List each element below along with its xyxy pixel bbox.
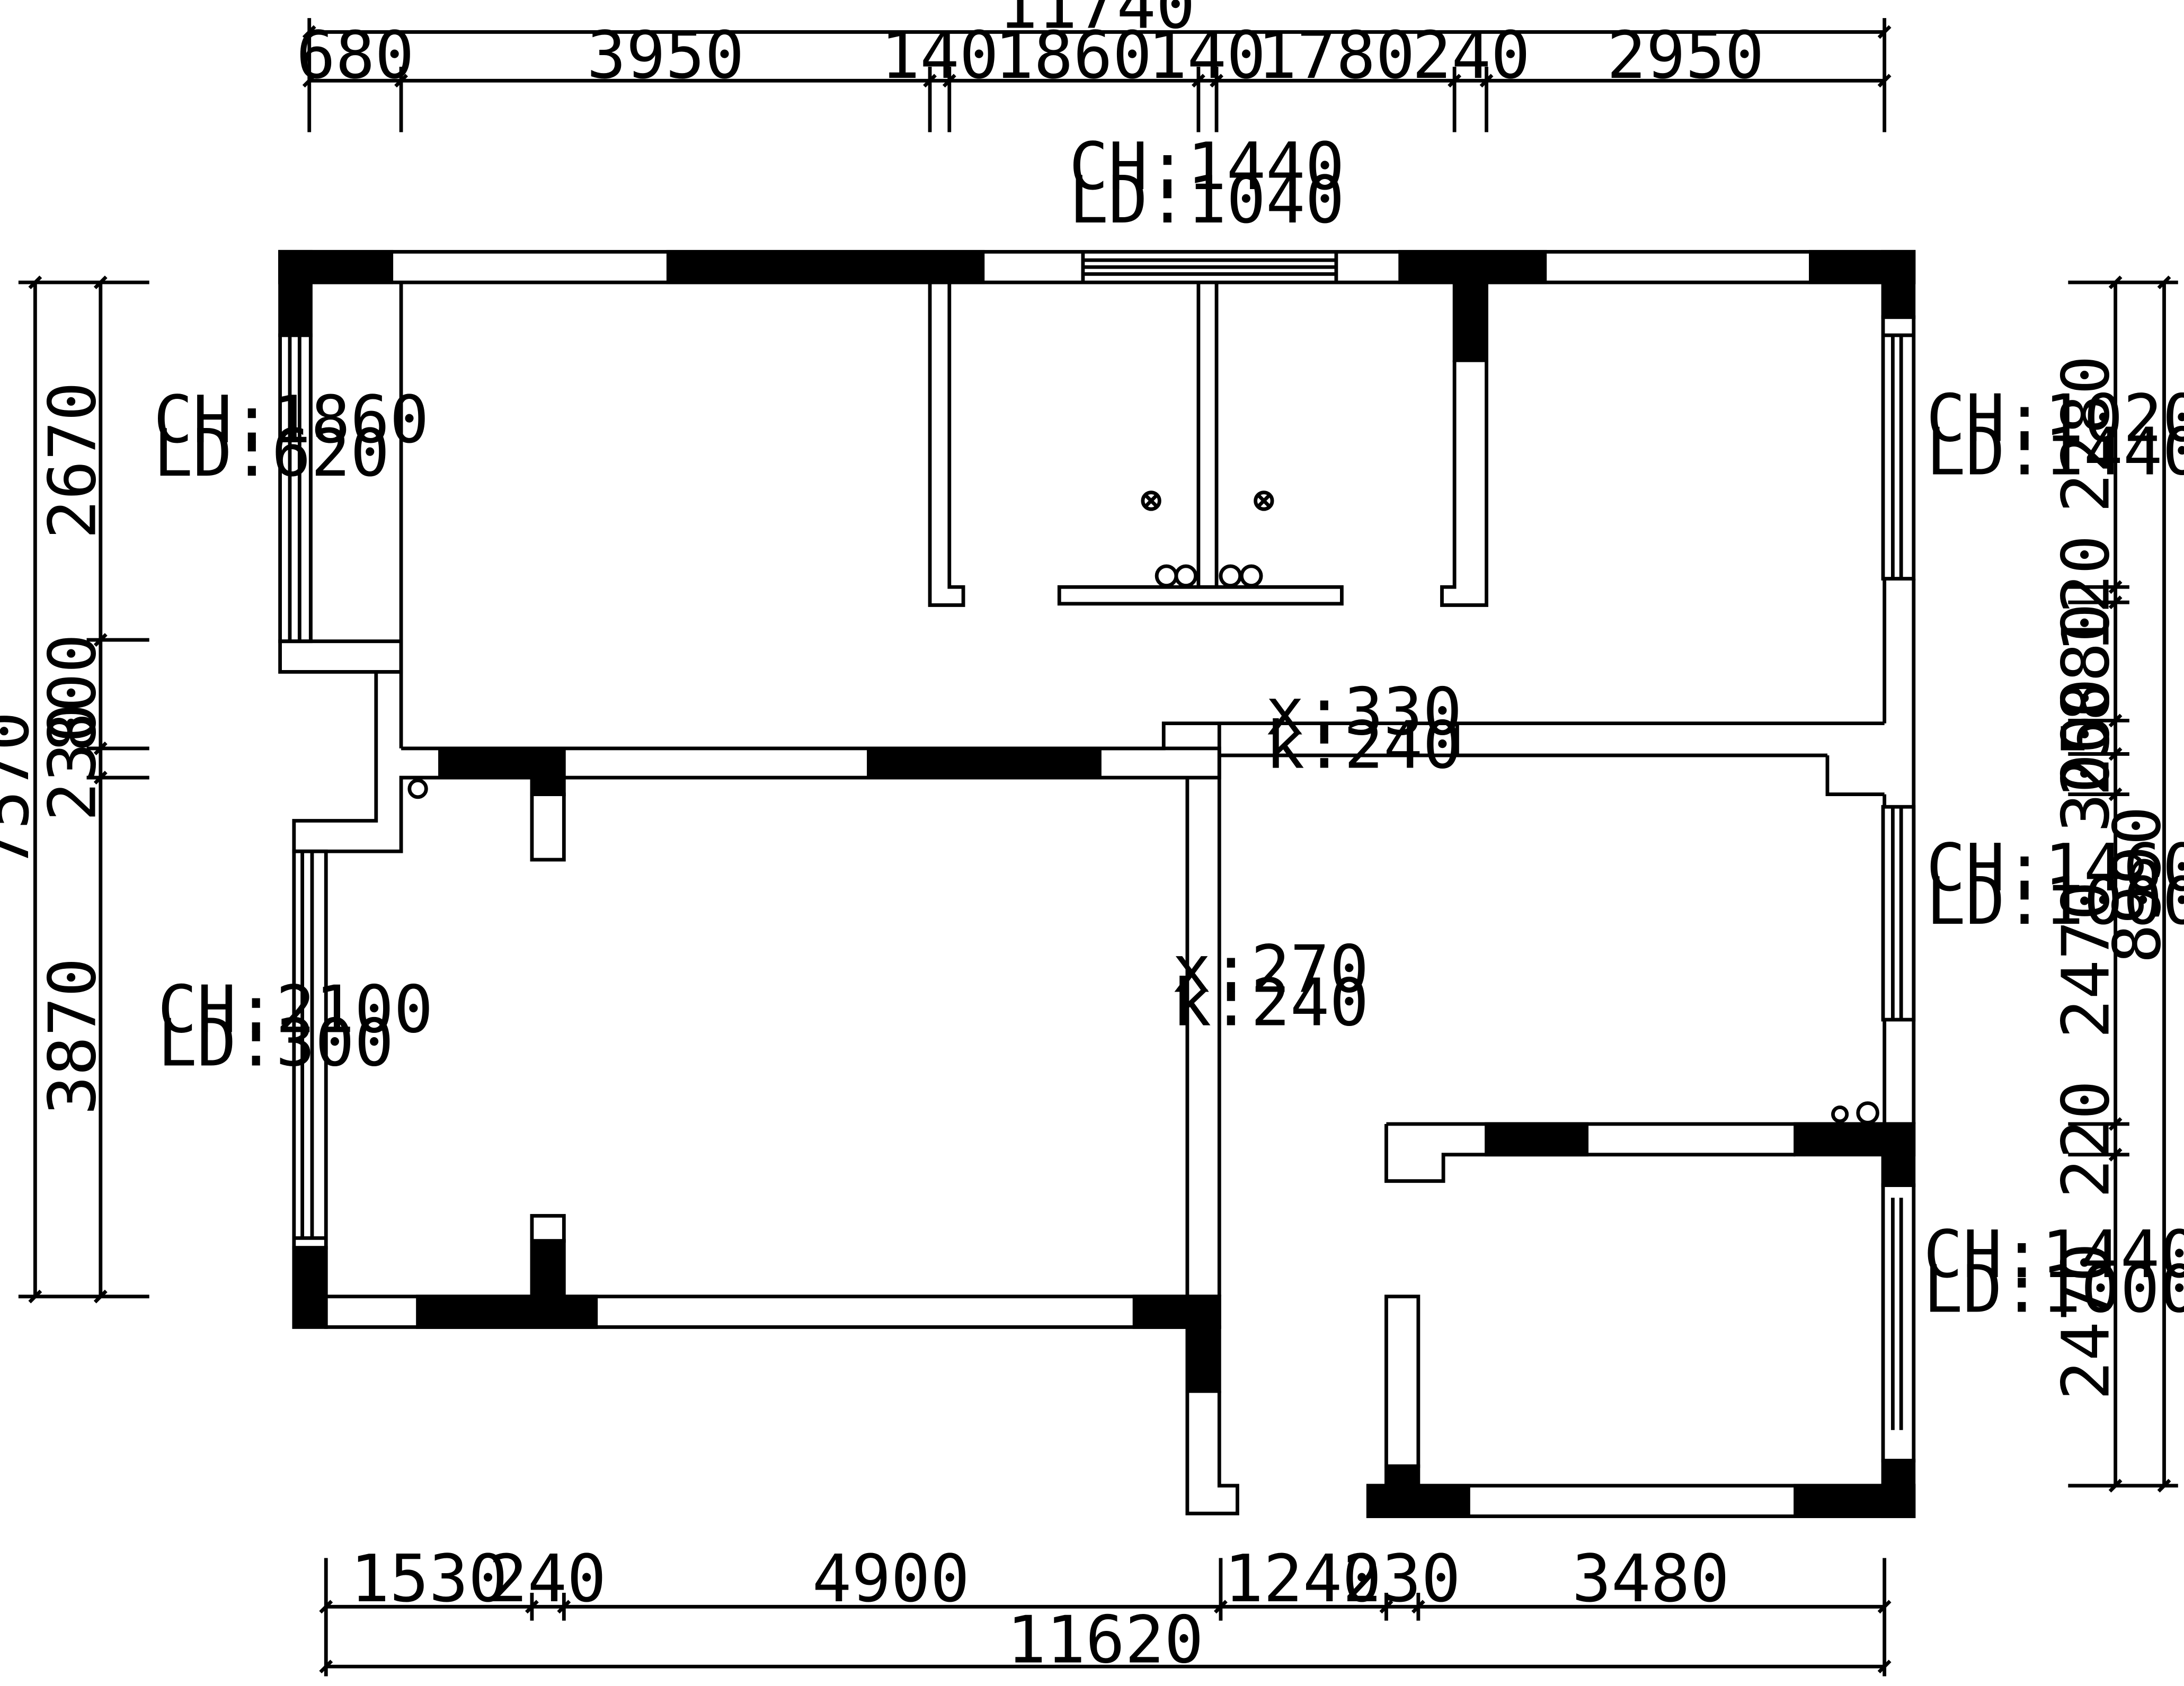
top-dim-5: 140 xyxy=(1148,17,1266,94)
drain-icon xyxy=(407,778,428,799)
svg-text:x:270: x:270 xyxy=(1172,932,1369,1008)
right-dim-8: 2470 xyxy=(2048,1243,2124,1400)
beam-label-middle: x:270 k:240 xyxy=(1172,932,1369,1041)
top-total-dim: 11740 xyxy=(998,0,1195,44)
bottom-dimension-chain: 1530 240 4900 1240 230 3480 11620 xyxy=(319,1541,1892,1678)
bottom-dim-4: 1240 xyxy=(1224,1541,1381,1617)
svg-text:LD:1000: LD:1000 xyxy=(1923,1252,2184,1328)
top-dim-8: 2950 xyxy=(1606,17,1764,94)
svg-text:CH:1440: CH:1440 xyxy=(1069,129,1345,205)
window-label-right-lower: CH:1440 LD:1000 xyxy=(1923,1217,2184,1328)
svg-text:LD:1000: LD:1000 xyxy=(1926,863,2184,940)
top-dim-3: 140 xyxy=(881,17,999,94)
left-total-dim: 7570 xyxy=(0,711,44,869)
right-total-dim: 8990 xyxy=(2100,806,2176,964)
svg-text:CH:1460: CH:1460 xyxy=(1926,830,2184,906)
right-dim-1: 2280 xyxy=(2048,355,2124,513)
svg-text:CH:1440: CH:1440 xyxy=(1923,1217,2184,1293)
svg-text:LD:300: LD:300 xyxy=(157,1005,394,1082)
top-dim-1: 680 xyxy=(296,17,414,94)
bottom-dim-1: 1530 xyxy=(350,1541,508,1617)
beam-label-upper: x:330 k:240 xyxy=(1265,674,1462,784)
top-dimension-chain: 11740 680 3950 140 1860 140 1780 240 295… xyxy=(296,0,1892,132)
bottom-dim-2: 240 xyxy=(488,1541,606,1617)
socket-icon xyxy=(1831,1105,1849,1123)
svg-text:CH:2100: CH:2100 xyxy=(157,972,433,1048)
svg-text:CH:1860: CH:1860 xyxy=(154,382,429,458)
bottom-dim-5: 230 xyxy=(1343,1541,1461,1617)
right-dim-6: 2470 xyxy=(2048,881,2124,1038)
window-label-left-lower: CH:2100 LD:300 xyxy=(157,972,433,1082)
svg-text:LD:1040: LD:1040 xyxy=(1069,162,1345,238)
right-dim-4: 250 xyxy=(2048,678,2124,796)
svg-text:LD:620: LD:620 xyxy=(154,415,390,492)
svg-text:CH:1020: CH:1020 xyxy=(1926,381,2184,457)
left-dim-4: 3870 xyxy=(34,958,111,1115)
svg-text:LD:1440: LD:1440 xyxy=(1926,414,2184,490)
window-label-left-upper: CH:1860 LD:620 xyxy=(154,382,429,492)
window-label-top: CH:1440 LD:1040 xyxy=(1069,129,1345,238)
right-dim-5: 300 xyxy=(2048,715,2124,833)
drain-icon xyxy=(1856,1101,1879,1125)
top-dim-4: 1860 xyxy=(995,17,1152,94)
left-dimension-chain: 7570 2670 800 230 3870 xyxy=(0,275,149,1304)
top-dim-2: 3950 xyxy=(587,17,744,94)
window-label-right-middle: CH:1460 LD:1000 xyxy=(1926,830,2184,940)
left-dim-3: 230 xyxy=(34,703,111,822)
top-dim-7: 240 xyxy=(1412,17,1530,94)
left-dim-2: 800 xyxy=(34,634,111,752)
svg-text:k:240: k:240 xyxy=(1265,708,1462,784)
bottom-dim-3: 4900 xyxy=(812,1541,970,1617)
right-dimension-chain: 2280 120 880 250 300 2470 220 2470 8990 xyxy=(2048,275,2178,1493)
ceiling-light-icon xyxy=(1141,490,1161,511)
svg-text:k:240: k:240 xyxy=(1172,965,1369,1041)
bottom-total-dim: 11620 xyxy=(1007,1602,1204,1678)
right-dim-3: 880 xyxy=(2048,603,2124,721)
right-dim-2: 120 xyxy=(2048,535,2124,653)
right-dim-7: 220 xyxy=(2048,1080,2124,1198)
walls xyxy=(278,249,1916,1519)
svg-text:x:330: x:330 xyxy=(1265,674,1462,751)
window-label-right-upper: CH:1020 LD:1440 xyxy=(1926,381,2184,490)
left-dim-1: 2670 xyxy=(34,382,111,539)
ceiling-light-icon xyxy=(1254,490,1274,511)
bottom-dim-6: 3480 xyxy=(1572,1541,1729,1617)
top-dim-6: 1780 xyxy=(1257,17,1415,94)
pipe-icon xyxy=(1155,564,1263,588)
